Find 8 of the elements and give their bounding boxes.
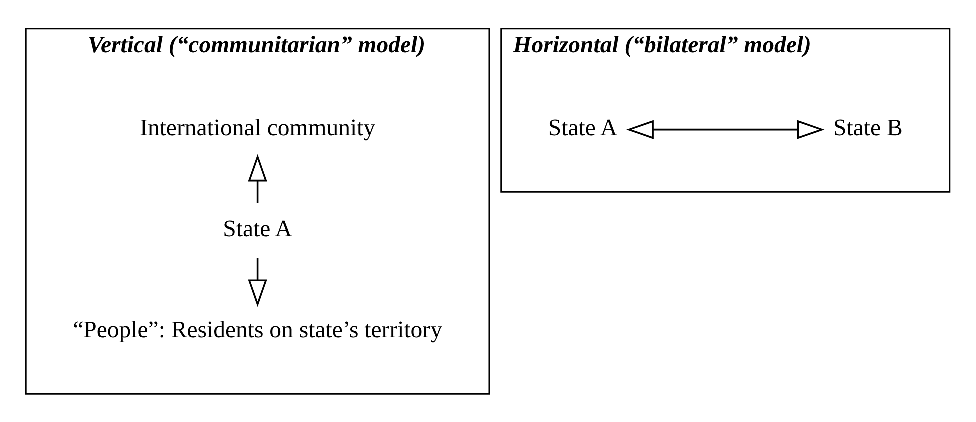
node-text: State B [834, 114, 903, 141]
node-text: International community [140, 114, 376, 141]
node-text: State A [548, 114, 618, 141]
arrow [626, 120, 825, 139]
node-text: “People”: Residents on state’s territory [73, 316, 442, 343]
arrow [248, 258, 268, 307]
node-text: State A [223, 216, 292, 242]
arrow [248, 154, 268, 203]
